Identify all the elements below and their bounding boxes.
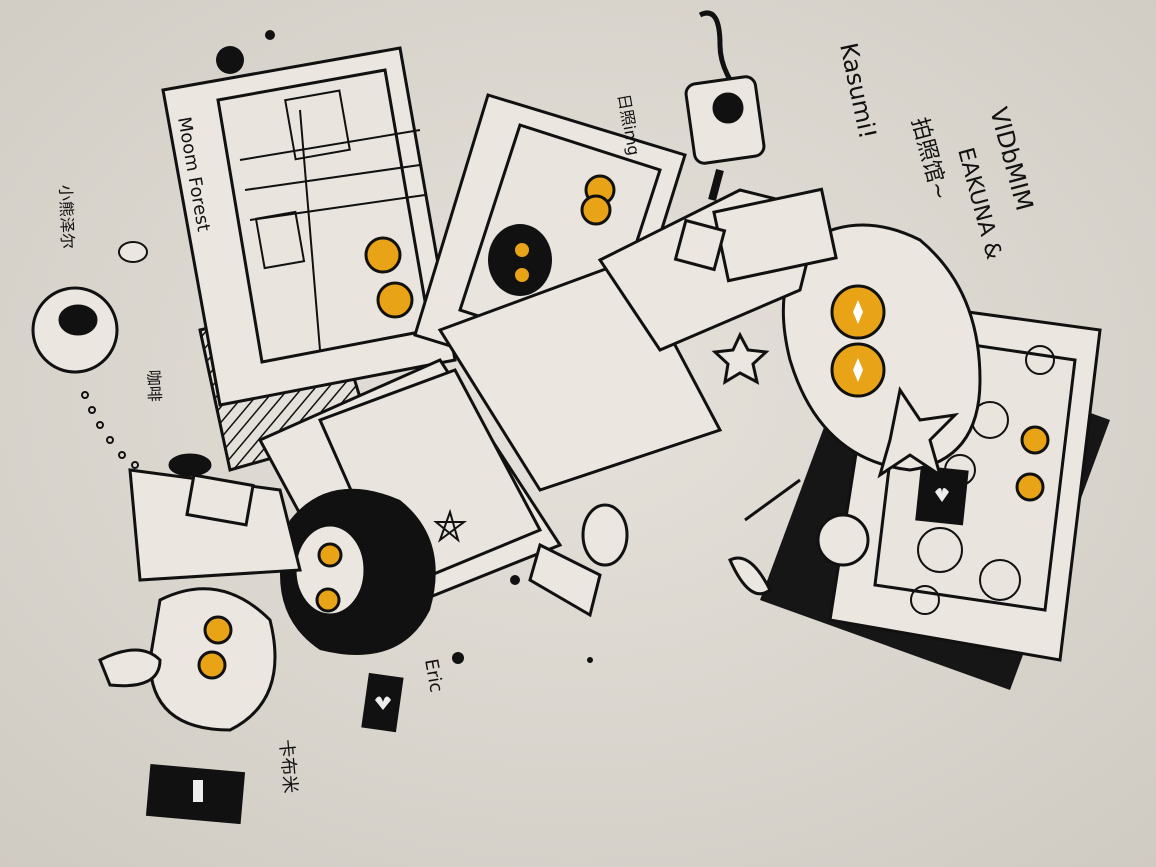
rose-doodle xyxy=(728,478,870,596)
kabumi-label: 卡布米 xyxy=(275,739,301,795)
ink-dots xyxy=(216,30,593,664)
eric-character xyxy=(280,488,436,655)
black-card xyxy=(145,764,246,825)
kasumi-character xyxy=(437,187,982,492)
small-character xyxy=(98,587,277,732)
little-bear-label: 小熊泽尔 xyxy=(56,184,77,249)
heart-bubble xyxy=(361,672,404,733)
moom-forest-polaroid: Moom Forest xyxy=(161,46,457,407)
coffee-label: 咖啡 xyxy=(144,369,164,402)
coat-character xyxy=(128,453,302,582)
burger-doodle xyxy=(528,503,629,618)
camera-icon xyxy=(684,10,766,202)
small-frame-icon xyxy=(673,218,727,272)
sheep-doodle xyxy=(31,286,139,469)
bee-doodle xyxy=(118,241,148,263)
